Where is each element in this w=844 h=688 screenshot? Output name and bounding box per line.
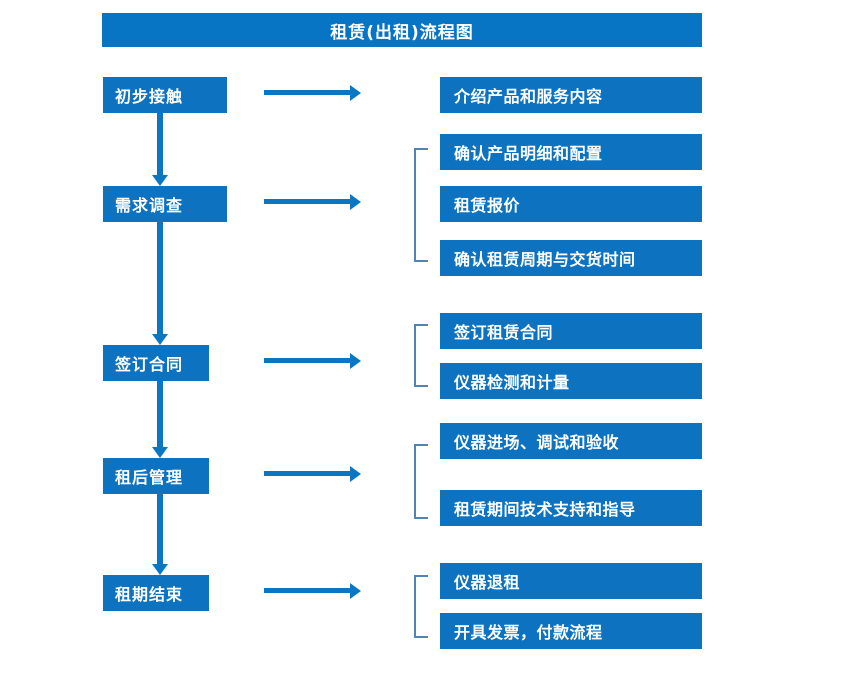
arrow-shaft [264, 471, 350, 476]
arrow-shaft [264, 358, 350, 363]
stage-flow-arrow-4-to-5 [152, 494, 168, 575]
arrow-shaft [264, 588, 350, 593]
stage-box-1[interactable]: 初步接触 [103, 77, 227, 113]
detail-box-3-2[interactable]: 仪器检测和计量 [440, 363, 702, 399]
arrow-head [350, 353, 361, 369]
arrow-shaft [157, 381, 163, 447]
arrow-head [152, 447, 168, 458]
arrow-head [152, 334, 168, 345]
arrow-shaft [264, 199, 350, 204]
detail-group-bracket-2 [414, 148, 428, 262]
detail-group-bracket-5 [414, 575, 428, 638]
stage-to-detail-arrow-1 [264, 85, 361, 101]
stage-flow-arrow-2-to-3 [152, 222, 168, 345]
arrow-head [350, 194, 361, 210]
stage-box-2[interactable]: 需求调查 [103, 186, 227, 222]
stage-box-3[interactable]: 签订合同 [103, 345, 209, 381]
arrow-head [350, 85, 361, 101]
detail-group-bracket-3 [414, 324, 428, 387]
stage-box-4[interactable]: 租后管理 [103, 458, 209, 494]
detail-box-4-1[interactable]: 仪器进场、调试和验收 [440, 423, 702, 459]
detail-group-bracket-4 [414, 444, 428, 519]
arrow-shaft [264, 90, 350, 95]
detail-box-2-1[interactable]: 确认产品明细和配置 [440, 134, 702, 170]
diagram-title-banner: 租赁(出租)流程图 [102, 13, 702, 47]
arrow-head [152, 175, 168, 186]
arrow-head [350, 466, 361, 482]
stage-to-detail-arrow-2 [264, 194, 361, 210]
arrow-shaft [157, 113, 163, 175]
arrow-head [152, 564, 168, 575]
detail-box-4-2[interactable]: 租赁期间技术支持和指导 [440, 490, 702, 526]
arrow-shaft [157, 222, 163, 334]
stage-to-detail-arrow-4 [264, 466, 361, 482]
arrow-head [350, 583, 361, 599]
stage-flow-arrow-3-to-4 [152, 381, 168, 458]
stage-flow-arrow-1-to-2 [152, 113, 168, 186]
stage-to-detail-arrow-3 [264, 353, 361, 369]
stage-to-detail-arrow-5 [264, 583, 361, 599]
detail-box-5-1[interactable]: 仪器退租 [440, 563, 702, 599]
detail-box-3-1[interactable]: 签订租赁合同 [440, 313, 702, 349]
arrow-shaft [157, 494, 163, 564]
detail-box-5-2[interactable]: 开具发票，付款流程 [440, 613, 702, 649]
detail-box-1-1[interactable]: 介绍产品和服务内容 [440, 77, 702, 113]
stage-box-5[interactable]: 租期结束 [103, 575, 209, 611]
detail-box-2-2[interactable]: 租赁报价 [440, 186, 702, 222]
detail-box-2-3[interactable]: 确认租赁周期与交货时间 [440, 240, 702, 276]
